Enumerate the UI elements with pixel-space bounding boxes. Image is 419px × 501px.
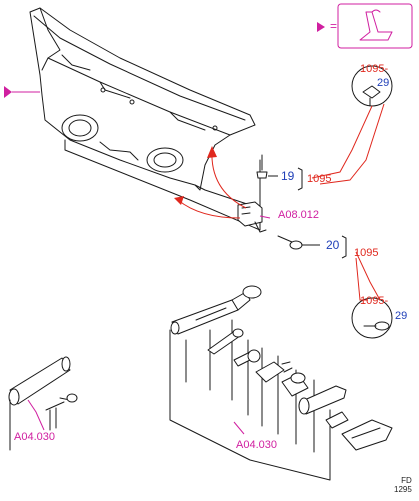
parcel-shelf-panel [29, 7, 261, 231]
callout-brackets [268, 167, 347, 259]
part-19-ref: 1095 [307, 173, 332, 185]
ref-top-label: 1095- [360, 63, 389, 75]
screw-detail-top [351, 65, 393, 107]
ref-bottom-number: 29 [395, 310, 408, 322]
part-19-label: 19 [281, 169, 295, 183]
screw-detail-bottom [351, 297, 393, 339]
footer-code: FD 1295 [394, 476, 412, 494]
magenta-markers [4, 22, 325, 98]
screw-20 [277, 235, 303, 250]
screw-19 [256, 154, 268, 179]
a08-label: A08.012 [278, 209, 319, 221]
red-arrowheads [174, 146, 217, 205]
part-20-label: 20 [326, 238, 340, 252]
footer-line-2: 1295 [394, 485, 412, 494]
footer-line-1: FD [401, 476, 412, 485]
a04-right-label: A04.030 [236, 439, 277, 451]
ref-top-number: 29 [377, 77, 390, 89]
ref-bottom-label: 1095- [360, 295, 389, 307]
part-20-ref: 1095 [354, 247, 379, 259]
sealant-cartridge-left [8, 356, 78, 451]
legend-equals: = [330, 19, 338, 33]
magenta-leader-lines [12, 91, 271, 435]
seat-legend-icon [337, 3, 413, 49]
sealant-applicator-set [169, 285, 393, 481]
a04-left-label: A04.030 [14, 431, 55, 443]
